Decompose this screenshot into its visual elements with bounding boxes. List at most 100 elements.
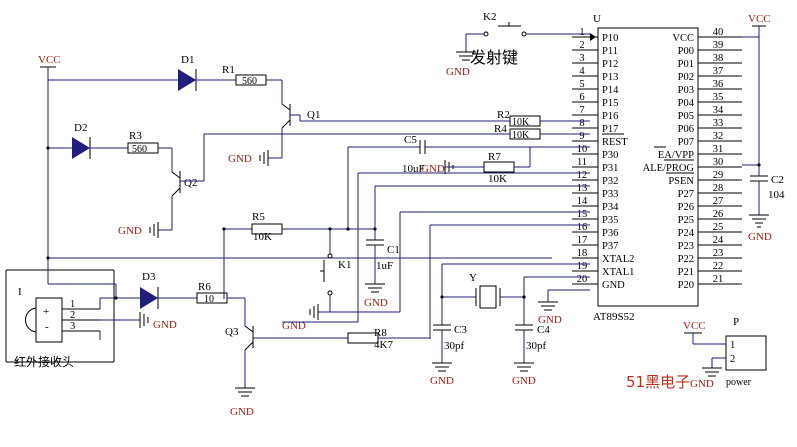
- mcu-pin-number: 37: [713, 66, 724, 77]
- mcu-pin-number: 11: [577, 157, 587, 168]
- mcu-pin-number: 13: [577, 183, 588, 194]
- gnd-label-q3: GND: [230, 406, 254, 418]
- mcu-pin-number: 14: [577, 196, 588, 207]
- mcu-pin-number: 35: [713, 92, 724, 103]
- mcu-pin-number: 10: [577, 144, 588, 155]
- mcu-pin-number: 34: [713, 105, 724, 116]
- mcu-pin-name: GND: [602, 280, 625, 291]
- mcu-pin-name: P20: [678, 280, 694, 291]
- gnd-label-q1: GND: [228, 153, 252, 165]
- r4-ref: R4: [494, 123, 507, 135]
- mcu-left-pins: 1P102P113P124P135P146P157P168P179REST10P…: [572, 27, 634, 291]
- capacitor-c2: C2 104: [750, 174, 785, 215]
- mcu-pin-name: PSEN: [668, 176, 694, 187]
- c2-ref: C2: [771, 174, 784, 186]
- mcu-pin-name: XTAL1: [602, 267, 634, 278]
- gnd-q1: GND: [228, 150, 282, 166]
- mcu-pin-number: 27: [713, 196, 724, 207]
- mcu-pin-name: P25: [678, 215, 694, 226]
- mcu-pin-name: P04: [678, 98, 695, 109]
- r5-value: 10K: [253, 231, 272, 243]
- gnd-label-q2: GND: [118, 225, 142, 237]
- mcu-pin-number: 6: [579, 92, 584, 103]
- gnd-label-c3: GND: [430, 375, 454, 387]
- power-connector: VCC GND P 1 2 power: [683, 316, 767, 390]
- mcu-pin-name: P05: [678, 111, 694, 122]
- power-pin-2: 2: [730, 354, 735, 365]
- c1-value: 1uF: [376, 260, 393, 272]
- mcu-pin-number: 28: [713, 183, 724, 194]
- mcu-pin-number: 1: [579, 27, 584, 38]
- switch-k2: K2 GND 发射键: [446, 11, 590, 78]
- r7-ref: R7: [488, 151, 501, 163]
- mcu-ref: U: [593, 13, 601, 25]
- gnd-label-power: GND: [690, 378, 714, 390]
- mcu-pin-number: 38: [713, 53, 724, 64]
- resistor-r1: R1 560: [222, 64, 267, 87]
- mcu-pin-name: P31: [602, 163, 618, 174]
- mcu-pin-number: 23: [713, 248, 724, 259]
- power-conn-ref: P: [733, 316, 739, 328]
- mcu-pin-number: 7: [579, 105, 584, 116]
- r4-value: 10K: [512, 130, 530, 141]
- gnd-label-pin20: GND: [538, 314, 562, 326]
- mcu-pin-number: 17: [577, 235, 588, 246]
- diode-d2: D2: [72, 122, 91, 159]
- q1-ref: Q1: [307, 109, 320, 121]
- mcu-pin-number: 18: [577, 248, 588, 259]
- mcu-pin-number: 22: [713, 261, 724, 272]
- transistor-q3: Q3: [225, 325, 254, 351]
- mcu-pin-number: 15: [577, 209, 588, 220]
- vcc-label-top-right: VCC: [748, 13, 771, 25]
- r3-ref: R3: [129, 130, 142, 142]
- switch-k1: K1: [320, 229, 351, 312]
- r3-value: 560: [132, 144, 147, 155]
- crystal-ref: Y: [469, 272, 477, 284]
- c4-ref: C4: [537, 324, 550, 336]
- mcu-right-pins: 40VCC39P0038P0137P0236P0335P0434P0533P06…: [643, 27, 742, 291]
- mcu-pin-number: 26: [713, 209, 724, 220]
- c3-ref: C3: [454, 324, 467, 336]
- mcu-pin-number: 24: [713, 235, 724, 246]
- gnd-label-r7: GND: [421, 163, 445, 175]
- transistor-q1: Q1: [281, 103, 320, 129]
- mcu-pin-name: P30: [602, 150, 618, 161]
- r6-value: 10: [204, 294, 214, 305]
- q2-ref: Q2: [184, 177, 197, 189]
- mcu-pin-name: P22: [678, 254, 694, 265]
- mcu-pin-number: 25: [713, 222, 724, 233]
- mcu-pin-name: P34: [602, 202, 619, 213]
- mcu-pin-number: 32: [713, 131, 724, 142]
- mcu-pin-name: P03: [678, 85, 694, 96]
- crystal-network: Y C3 30pf GND C4 30pf GND GND: [430, 263, 590, 387]
- mcu-pin-name: P12: [602, 59, 618, 70]
- r2-value: 10K: [512, 117, 530, 128]
- power-pin-1: 1: [730, 340, 735, 351]
- pin1-arrow-icon: [590, 33, 596, 41]
- ir-receiver-label: 红外接收头: [14, 354, 74, 369]
- vcc-label-power: VCC: [683, 320, 706, 332]
- mcu-pin-number: 21: [713, 274, 724, 285]
- mcu-pin-name: P21: [678, 267, 694, 278]
- mcu-pin-name: P37: [602, 241, 618, 252]
- mcu-pin-number: 40: [713, 27, 724, 38]
